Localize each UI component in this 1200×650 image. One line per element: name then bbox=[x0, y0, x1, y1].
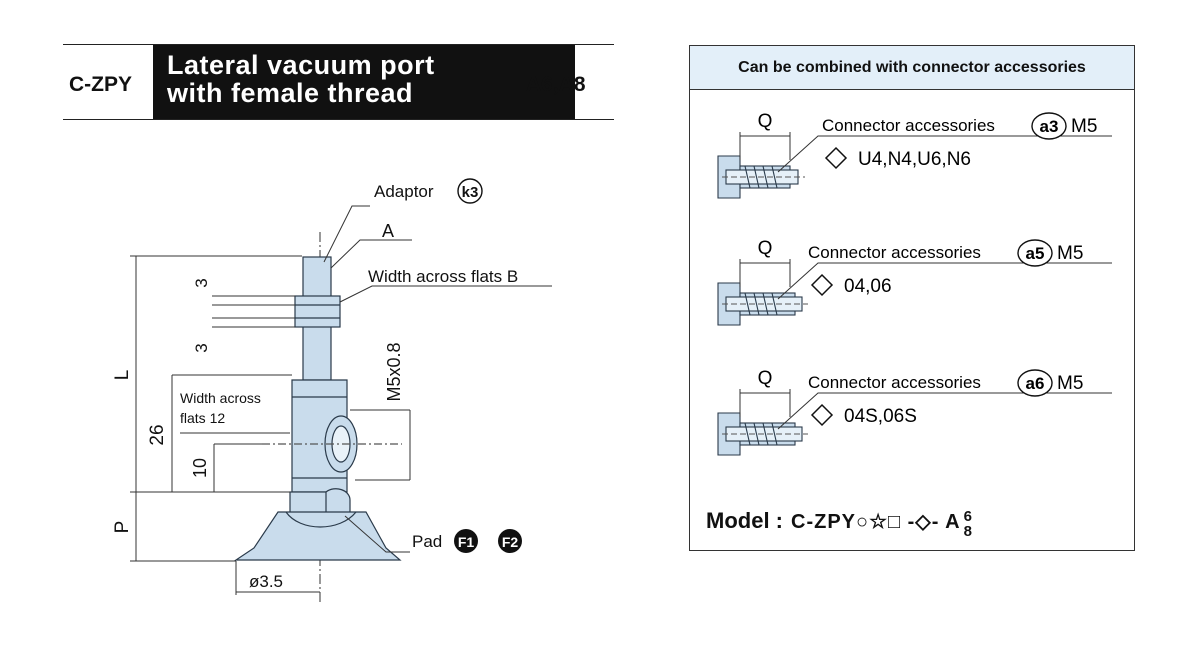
pad-code2-badge bbox=[498, 529, 522, 553]
q-label: Q bbox=[758, 368, 773, 389]
title-line-2: with female thread bbox=[167, 78, 414, 108]
q-label: Q bbox=[758, 111, 773, 132]
connector-drawing bbox=[717, 155, 805, 199]
accessory-label: Connector accessories bbox=[808, 373, 981, 392]
model-string: C-ZPY○☆□ -◇- A bbox=[791, 511, 961, 533]
connector-thread bbox=[744, 165, 751, 189]
accessory-thread: M5 bbox=[1057, 373, 1083, 394]
accessory-label: Connector accessories bbox=[808, 243, 981, 262]
q-label: Q bbox=[758, 238, 773, 259]
dim-L-label: L bbox=[112, 370, 133, 381]
accessory-leader bbox=[777, 135, 1112, 173]
header-bottom-rule bbox=[63, 119, 614, 120]
size-codes: A6,A8 bbox=[526, 73, 586, 96]
connector-drawing bbox=[717, 282, 808, 326]
dim-P-label: P bbox=[112, 521, 133, 534]
model-label: Model : bbox=[706, 508, 783, 533]
accessory-code: a6 bbox=[1026, 374, 1045, 393]
panel-heading: Can be combined with connector accessori… bbox=[690, 46, 1134, 90]
accessory-code-badge bbox=[1031, 112, 1067, 140]
adaptor-code-badge bbox=[457, 178, 483, 204]
a-label: A bbox=[382, 221, 394, 241]
accessory-row-a6: Q Connector accessories a6 M5 04S,06S bbox=[717, 368, 1112, 456]
leader-a bbox=[330, 239, 412, 269]
connector-thread bbox=[762, 422, 769, 446]
accessory-code-badge bbox=[1017, 239, 1053, 267]
leader-pad bbox=[344, 515, 410, 553]
accessory-options: 04,06 bbox=[844, 276, 892, 297]
pad-code1: F1 bbox=[458, 534, 475, 550]
leader-flats-b bbox=[339, 285, 552, 303]
accessory-leader bbox=[777, 392, 1112, 430]
diamond-icon bbox=[824, 146, 848, 170]
header-top-rule bbox=[63, 44, 614, 45]
pad-code1-badge bbox=[454, 529, 478, 553]
connector-drawing bbox=[717, 412, 808, 456]
accessory-thread: M5 bbox=[1071, 116, 1097, 137]
pad-label: Pad bbox=[412, 532, 442, 551]
title-line-1: Lateral vacuum port bbox=[167, 50, 435, 80]
pad-code2: F2 bbox=[502, 534, 519, 550]
connector-thread bbox=[771, 292, 778, 316]
product-title: Lateral vacuum port with female thread bbox=[167, 51, 435, 107]
accessory-thread: M5 bbox=[1057, 243, 1083, 264]
accessory-row-a5: Q Connector accessories a5 M5 04,06 bbox=[717, 238, 1112, 326]
connector-thread bbox=[744, 422, 751, 446]
connector-thread bbox=[771, 165, 778, 189]
connector-thread bbox=[753, 165, 760, 189]
accessory-options: U4,N4,U6,N6 bbox=[858, 149, 971, 170]
connector-thread bbox=[762, 292, 769, 316]
accessory-code: a5 bbox=[1026, 244, 1045, 263]
title-block: Lateral vacuum port with female thread bbox=[153, 45, 575, 119]
flats12-line1: Width across bbox=[180, 390, 261, 406]
accessory-leader bbox=[777, 262, 1112, 300]
series-code: C-ZPY bbox=[69, 73, 132, 96]
accessory-code: a3 bbox=[1040, 117, 1059, 136]
model-size-top: 6 bbox=[963, 508, 972, 525]
adaptor-label: Adaptor bbox=[374, 182, 434, 201]
connector-thread bbox=[771, 422, 778, 446]
connector-thread bbox=[744, 292, 751, 316]
dimensions bbox=[130, 205, 552, 595]
connector-thread bbox=[753, 422, 760, 446]
leader-adaptor bbox=[323, 205, 370, 263]
pad-contour bbox=[285, 511, 357, 528]
diamond-icon bbox=[810, 403, 834, 427]
connector-thread bbox=[753, 292, 760, 316]
dim-3-bottom: 3 bbox=[192, 343, 211, 352]
dia-label: ø3.5 bbox=[249, 572, 283, 591]
flats12-line2: flats 12 bbox=[180, 410, 225, 426]
flats-b-label: Width across flats B bbox=[368, 267, 518, 286]
accessory-panel: Can be combined with connector accessori… bbox=[689, 45, 1135, 551]
diamond-icon bbox=[810, 273, 834, 297]
adaptor-code: k3 bbox=[462, 184, 479, 201]
connector-thread bbox=[762, 165, 769, 189]
thread-label: M5x0.8 bbox=[384, 342, 404, 401]
dim-10-label: 10 bbox=[190, 458, 210, 478]
drawing-labels: Adaptor k3 A Width across flats B 3 3 M5… bbox=[112, 178, 522, 591]
series-header: C-ZPY Lateral vacuum port with female th… bbox=[63, 44, 614, 120]
dim-26-label: 26 bbox=[147, 424, 168, 445]
vacuum-pad bbox=[234, 511, 402, 561]
accessory-options: 04S,06S bbox=[844, 406, 917, 427]
main-part-drawing bbox=[234, 232, 402, 605]
lock-nut bbox=[294, 295, 341, 328]
dim-3-top: 3 bbox=[192, 278, 211, 287]
accessory-label: Connector accessories bbox=[822, 116, 995, 135]
model-size-bottom: 8 bbox=[963, 523, 972, 540]
accessory-code-badge bbox=[1017, 369, 1053, 397]
